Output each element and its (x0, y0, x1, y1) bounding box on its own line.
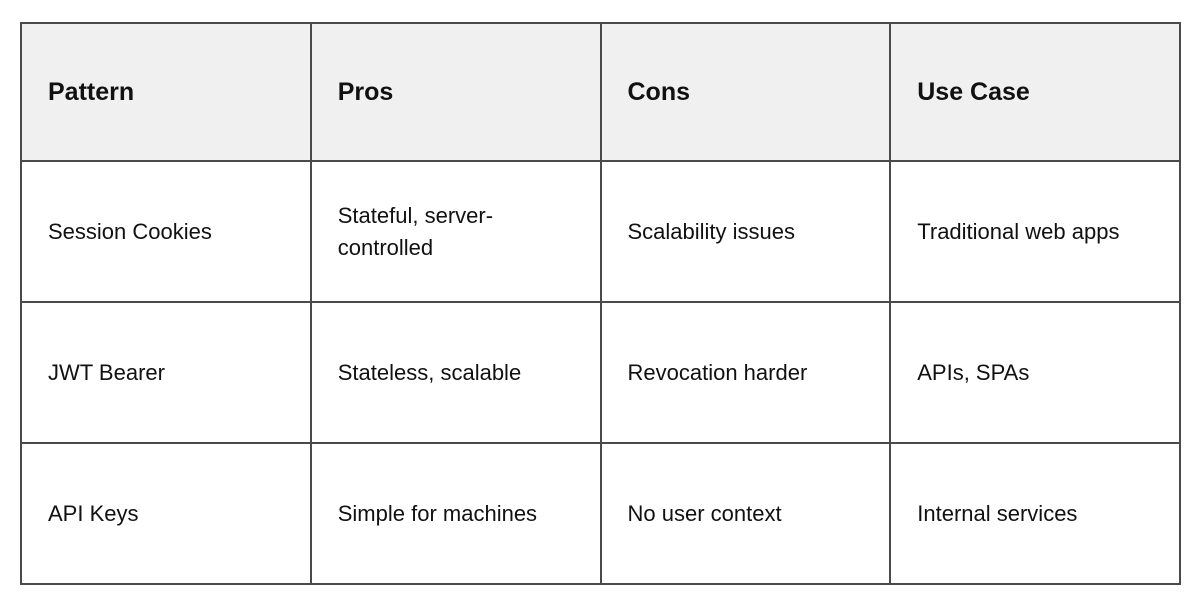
cell-use-case: Internal services (889, 442, 1181, 585)
table-row: Session Cookies Stateful, server-control… (20, 160, 1181, 303)
table-header: Pattern Pros Cons Use Case (20, 22, 1181, 162)
cell-use-case: Traditional web apps (889, 160, 1181, 303)
cell-pros: Simple for machines (309, 442, 602, 585)
cell-cons: Scalability issues (599, 160, 892, 303)
table-row: API Keys Simple for machines No user con… (20, 442, 1181, 585)
cell-cons: No user context (599, 442, 892, 585)
cell-pattern: JWT Bearer (20, 301, 312, 444)
cell-use-case: APIs, SPAs (889, 301, 1181, 444)
table-body: Session Cookies Stateful, server-control… (20, 160, 1181, 585)
cell-pros: Stateless, scalable (309, 301, 602, 444)
table-row: JWT Bearer Stateless, scalable Revocatio… (20, 301, 1181, 444)
cell-pattern: API Keys (20, 442, 312, 585)
cell-cons: Revocation harder (599, 301, 892, 444)
cell-pros: Stateful, server-controlled (309, 160, 602, 303)
header-cell-pattern: Pattern (20, 22, 312, 162)
header-row: Pattern Pros Cons Use Case (20, 22, 1181, 162)
auth-patterns-table: Pattern Pros Cons Use Case Session Cooki… (20, 22, 1181, 585)
header-cell-pros: Pros (309, 22, 602, 162)
header-cell-use-case: Use Case (889, 22, 1181, 162)
cell-pattern: Session Cookies (20, 160, 312, 303)
header-cell-cons: Cons (599, 22, 892, 162)
